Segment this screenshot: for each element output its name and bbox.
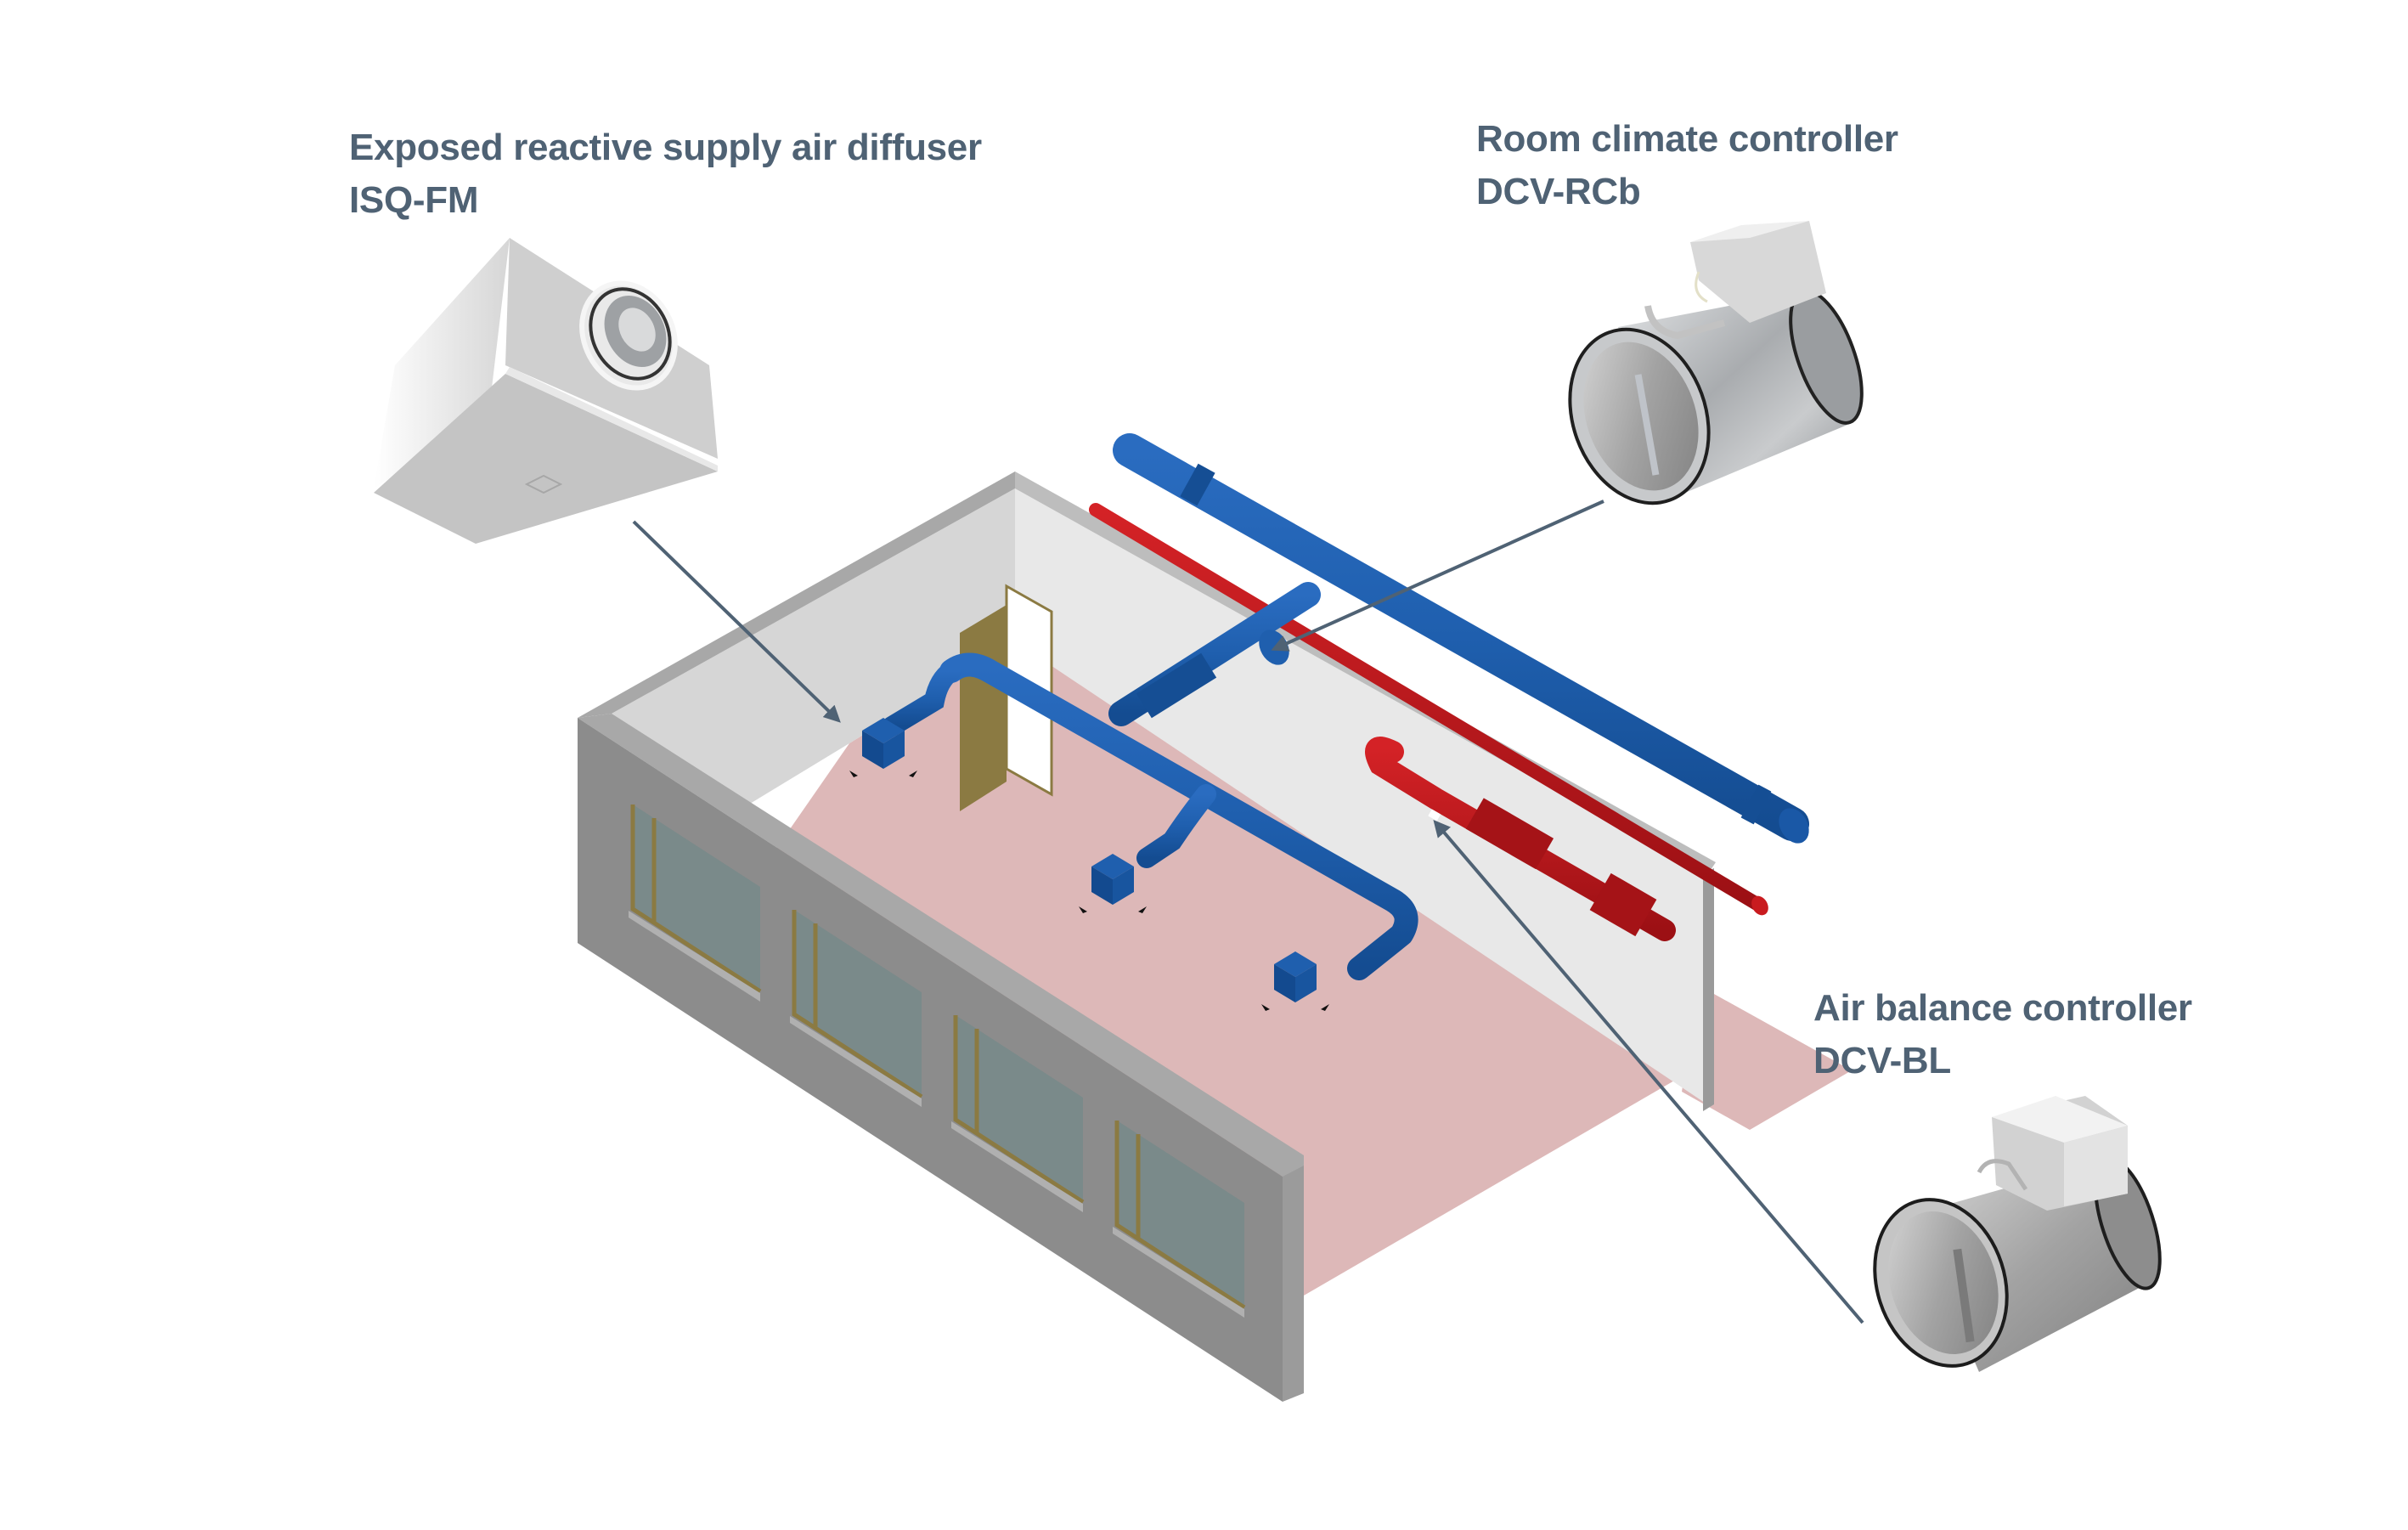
leader-arrow-room-climate-controller (1271, 500, 1604, 652)
supply-branch-duct (882, 582, 1418, 980)
diffuser-product-image (374, 238, 718, 544)
back-wall-left (612, 488, 1015, 816)
leader-arrow-diffuser (632, 520, 841, 723)
airflow-arrow-icon (1138, 906, 1147, 913)
component-model: DCV-RCb (1476, 171, 1641, 212)
label-diffuser: Exposed reactive supply air diffuser ISQ… (349, 121, 982, 227)
front-wall-top (578, 714, 1304, 1177)
airflow-arrow-icon (909, 771, 917, 777)
diffuser-left-face (374, 238, 510, 488)
front-wall-side (1283, 1166, 1304, 1402)
window (790, 910, 923, 1107)
extract-main-duct (1089, 503, 1768, 916)
air-balance-controller-in-scene (1465, 798, 1554, 870)
component-model: DCV-BL (1813, 1040, 1951, 1081)
component-name: Exposed reactive supply air diffuser (349, 127, 982, 168)
actuator-box (1690, 221, 1826, 323)
window-sill (629, 911, 760, 1002)
wall-top-edge-left (578, 471, 1015, 718)
airflow-arrow-icon (1321, 1004, 1329, 1011)
diffuser-bottom-panel (374, 374, 718, 544)
room-climate-controller-in-scene (1136, 652, 1217, 719)
scene-diffusers (849, 718, 1329, 1011)
supply-main-duct (1113, 433, 1809, 844)
damper-blade (1953, 1248, 1975, 1343)
airflow-arrow-icon (1079, 906, 1087, 913)
room-climate-controller-product-image (1568, 221, 1864, 505)
damper-blade (1634, 374, 1660, 476)
partition-edge (1703, 868, 1714, 1111)
window-sill (951, 1121, 1083, 1212)
window-frame (630, 805, 762, 994)
air-balance-controller-product-image (1873, 1096, 2162, 1372)
diffuser-collar-icon (579, 280, 678, 391)
window-frame (792, 910, 923, 1099)
window-glass (956, 1015, 1083, 1202)
window-sill (790, 1016, 922, 1107)
extract-branch-duct (1365, 737, 1676, 941)
component-name: Air balance controller (1813, 987, 2192, 1029)
label-air-balance-controller: Air balance controller DCV-BL (1813, 982, 2192, 1087)
window-frame (1114, 1121, 1246, 1310)
window-glass (1117, 1121, 1244, 1307)
extract-grille-box (1589, 872, 1657, 937)
component-model: ISQ-FM (349, 179, 479, 221)
window-frame (953, 1015, 1085, 1205)
back-wall-right (1015, 488, 1707, 1104)
airflow-arrow-icon (1261, 1004, 1270, 1011)
component-name: Room climate controller (1476, 118, 1898, 160)
supply-diffuser (1079, 854, 1147, 913)
label-room-climate-controller: Room climate controller DCV-RCb (1476, 113, 1898, 218)
airflow-arrow-icon (849, 771, 858, 777)
window-sill (1113, 1227, 1244, 1318)
door-leaf (960, 605, 1007, 811)
windows (629, 805, 1246, 1318)
leader-arrow-air-balance-controller (1433, 819, 1864, 1324)
supply-diffuser (849, 718, 917, 777)
window (951, 1015, 1085, 1212)
window-glass (794, 910, 922, 1097)
floor-right-extension (1682, 985, 1852, 1130)
window (629, 805, 762, 1002)
window-glass (633, 805, 760, 991)
window (1113, 1121, 1246, 1318)
supply-diffuser (1261, 951, 1329, 1011)
